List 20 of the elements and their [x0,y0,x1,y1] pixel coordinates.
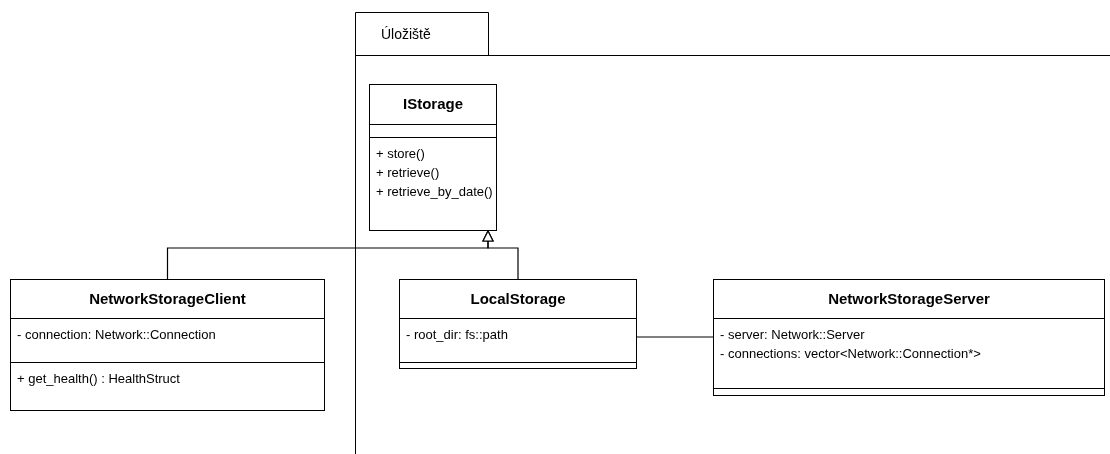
method-text: + retrieve() [376,164,441,182]
class-name: NetworkStorageServer [828,288,990,309]
package-frame [355,12,1110,454]
attribute-text: - connections: vector<Network::Connection*> [720,345,982,363]
attribute-text: - root_dir: fs::path [406,326,509,344]
inheritance-arrow [482,230,519,280]
attribute-text: - connection: Network::Connection [17,326,217,344]
class-box [10,279,325,411]
class-box [713,279,1105,396]
package-name: Úložiště [381,24,431,44]
class-name: NetworkStorageClient [89,288,246,309]
method-text: + store() [376,145,426,163]
class-box [399,279,637,369]
method-text: + get_health() : HealthStruct [17,370,181,388]
attribute-text: - server: Network::Server [720,326,866,344]
class-name: IStorage [403,94,463,115]
class-box [369,84,497,231]
class-name: LocalStorage [470,288,566,309]
association-line [636,336,714,338]
method-text: + retrieve_by_date() [376,183,490,201]
